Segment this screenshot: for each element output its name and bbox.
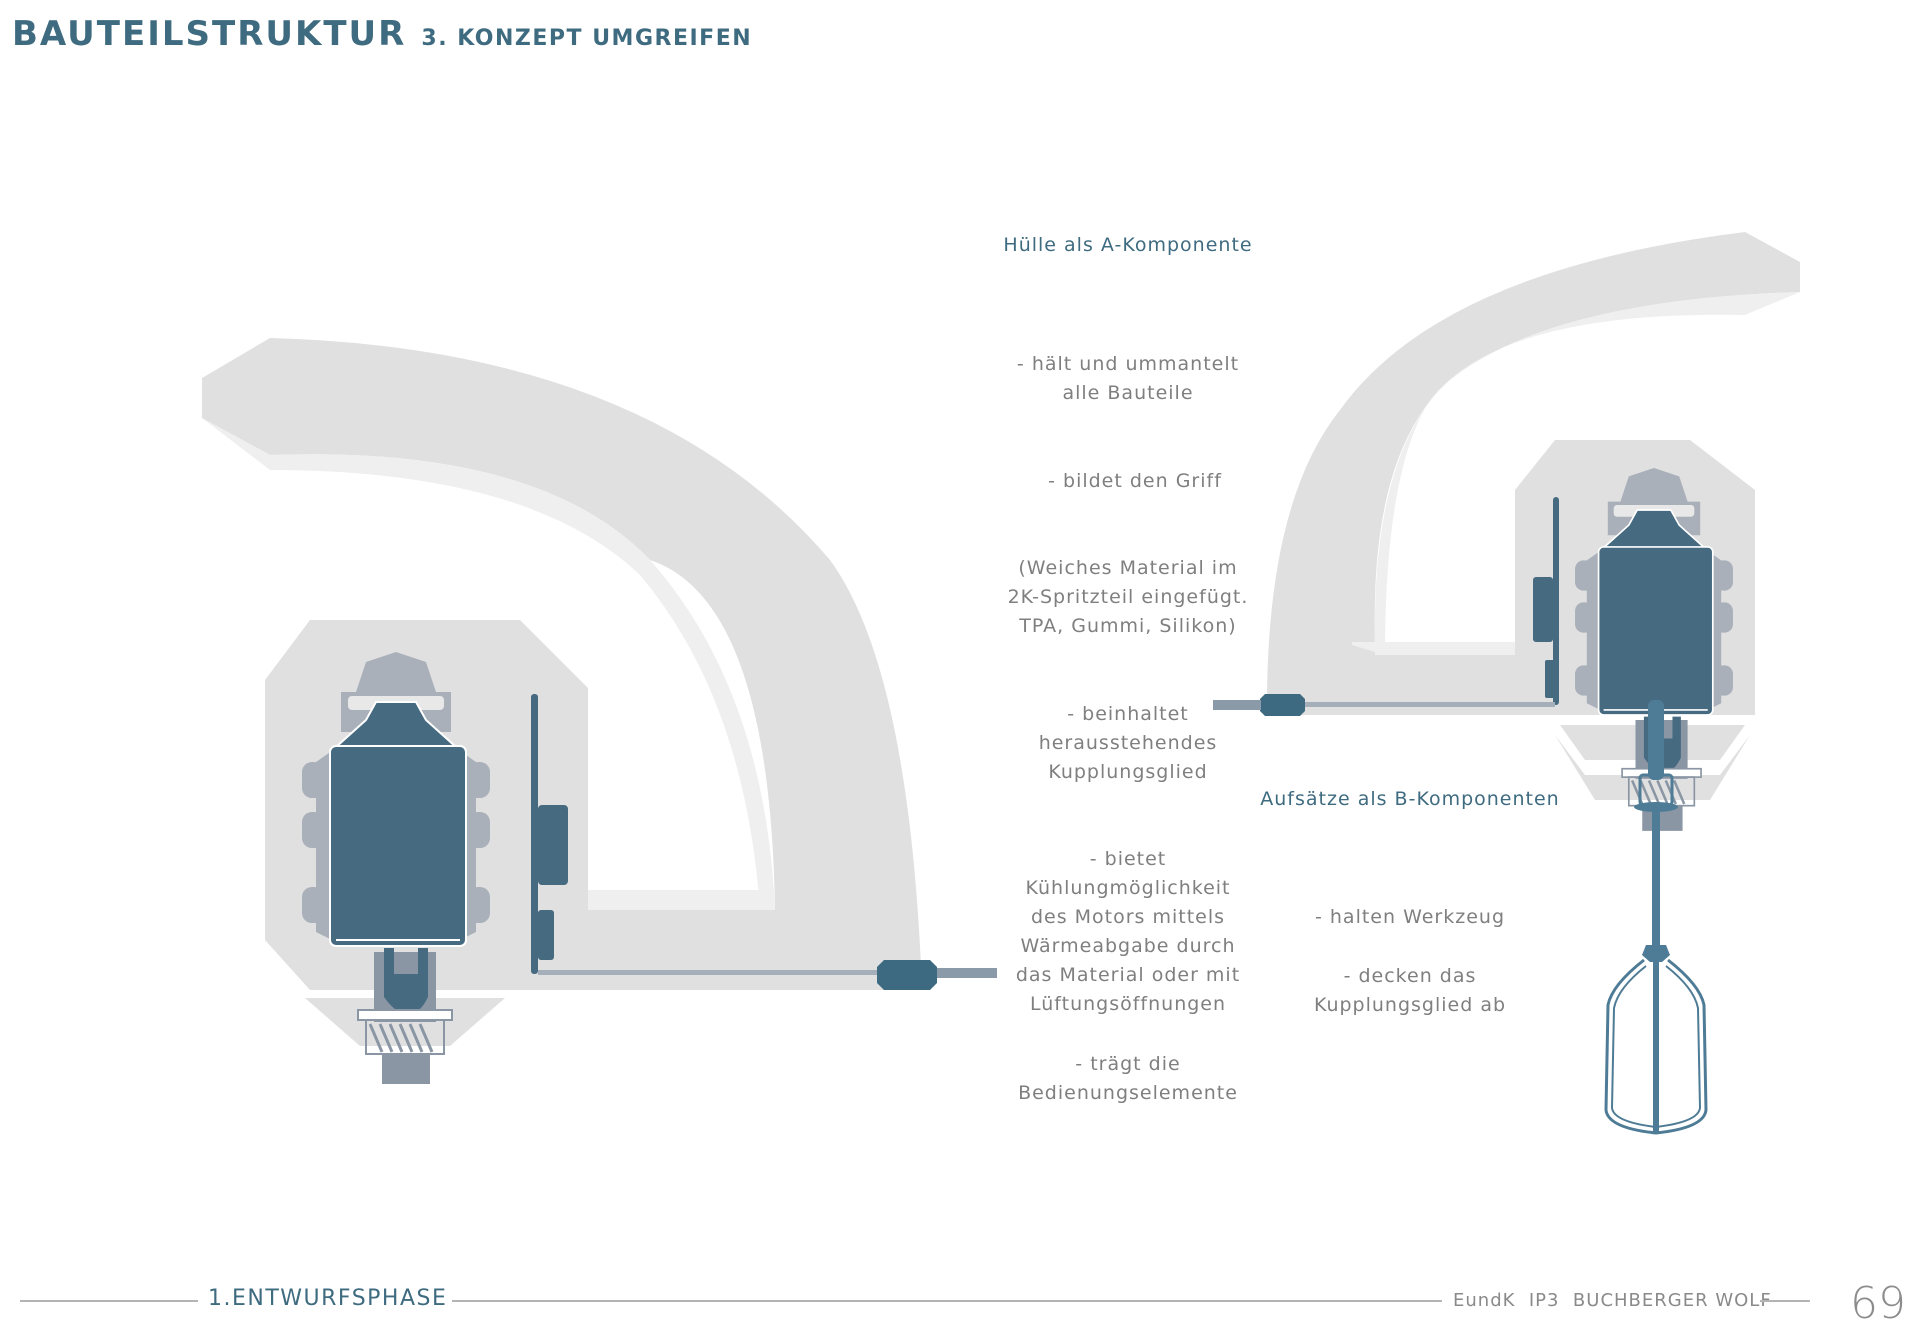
caption-line: Kühlungmöglichkeit xyxy=(1025,877,1231,899)
caption-line: alle Bauteile xyxy=(1062,382,1194,404)
caption-line: - bildet den Griff xyxy=(1048,470,1222,492)
left-shell-handle xyxy=(202,338,922,990)
caption-line: (Weiches Material im xyxy=(1018,557,1238,579)
section-a-item-6: - trägt die Bedienungselemente xyxy=(1018,1050,1238,1108)
title-main: BAUTEILSTRUKTUR xyxy=(12,14,407,54)
left-cable xyxy=(538,970,878,975)
caption-line: Bedienungselemente xyxy=(1018,1082,1238,1104)
caption-line: herausstehendes xyxy=(1038,732,1218,754)
right-plug-icon xyxy=(1260,694,1305,716)
caption-line: Wärmeabgabe durch xyxy=(1020,935,1236,957)
page-title: BAUTEILSTRUKTUR 3. KONZEPT UMGREIFEN xyxy=(12,14,752,54)
whisk-icon xyxy=(1604,700,1708,1135)
section-b-heading: Aufsätze als B-Komponenten xyxy=(1260,788,1560,810)
caption-line: 2K-Spritzteil eingefügt. xyxy=(1007,586,1249,608)
right-switch-icon xyxy=(1533,577,1553,642)
section-b-item-2: - decken das Kupplungsglied ab xyxy=(1314,962,1506,1020)
left-control-plate xyxy=(531,694,538,974)
section-a-item-4: - beinhaltet herausstehendes Kupplungsgl… xyxy=(1039,700,1218,787)
footer-divider-middle xyxy=(452,1300,1442,1302)
right-control-plate xyxy=(1553,497,1559,705)
left-illustration xyxy=(202,338,997,1086)
caption-line: - bietet xyxy=(1089,848,1167,870)
section-a-item-1: - hält und ummantelt alle Bauteile xyxy=(1017,350,1239,408)
caption-line: - trägt die xyxy=(1075,1053,1181,1075)
left-switch-icon xyxy=(538,805,568,885)
section-a-item-5: - bietet Kühlungmöglichkeit des Motors m… xyxy=(1016,845,1240,1019)
right-illustration xyxy=(1213,232,1800,1135)
footer-chapter: 1.ENTWURFSPHASE xyxy=(208,1286,448,1311)
footer-divider-right xyxy=(1760,1300,1810,1302)
caption-line: des Motors mittels xyxy=(1030,906,1226,928)
right-shell-handle xyxy=(1267,232,1800,715)
right-cable xyxy=(1305,702,1555,707)
footer-divider-left xyxy=(20,1300,198,1302)
section-a-item-3: (Weiches Material im 2K-Spritzteil einge… xyxy=(1008,554,1249,641)
section-b-item-1: - halten Werkzeug xyxy=(1315,903,1505,932)
caption-line: TPA, Gummi, Silikon) xyxy=(1019,615,1237,637)
left-plug-icon xyxy=(877,960,937,990)
section-a-heading: Hülle als A-Komponente xyxy=(1003,234,1253,256)
caption-line: Kupplungsglied xyxy=(1048,761,1208,783)
caption-line: - hält und ummantelt xyxy=(1016,353,1240,375)
caption-line: Lüftungsöffnungen xyxy=(1029,993,1227,1015)
page-number: 69 xyxy=(1850,1278,1906,1329)
section-a-item-2: - bildet den Griff xyxy=(1048,467,1222,496)
caption-line: - halten Werkzeug xyxy=(1314,906,1506,928)
caption-line: - decken das xyxy=(1343,965,1477,987)
caption-line: das Material oder mit xyxy=(1015,964,1241,986)
caption-line: - beinhaltet xyxy=(1067,703,1189,725)
caption-line: Kupplungsglied ab xyxy=(1313,994,1507,1016)
title-sub: 3. KONZEPT UMGREIFEN xyxy=(421,26,753,51)
footer-credits: EundK IP3 BUCHBERGER WOLF xyxy=(1453,1290,1772,1311)
